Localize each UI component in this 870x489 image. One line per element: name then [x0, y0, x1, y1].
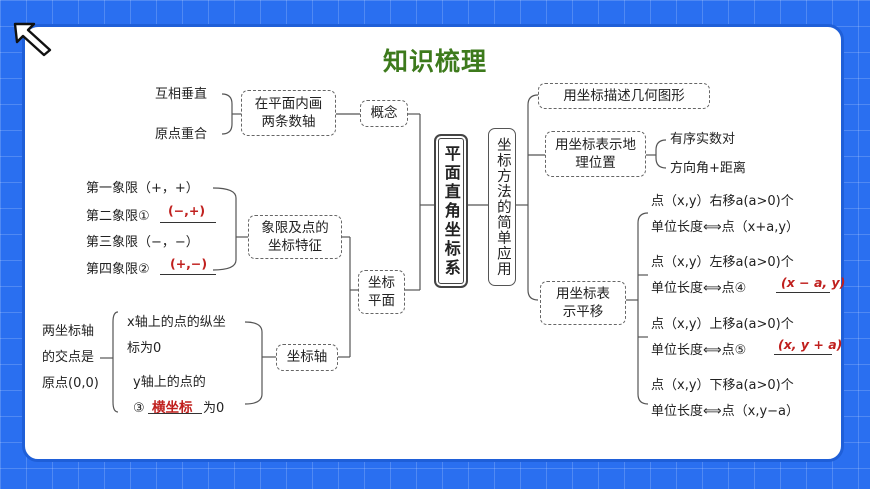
location-box: 用坐标表示地理位置 — [545, 131, 646, 177]
axis-note-1-line2: 标为0 — [127, 341, 162, 356]
translation-right-line2: 单位长度⟺点（x+a,y） — [651, 220, 800, 235]
answer-underline — [774, 354, 832, 355]
axis-note-2-prefix: ③ — [133, 401, 145, 416]
fact-same-origin: 原点重合 — [155, 127, 208, 142]
answer-underline — [776, 292, 830, 293]
answer-underline — [148, 413, 202, 414]
quadrant-feature-box: 象限及点的坐标特征 — [248, 215, 342, 259]
translation-up-line2: 单位长度⟺点⑤ — [651, 343, 747, 358]
translation-up-answer: (x, y + a) — [778, 337, 843, 352]
fact-perpendicular: 互相垂直 — [155, 87, 208, 102]
translation-left-line1: 点（x,y）左移a(a>0)个 — [651, 255, 794, 270]
main-topic-box: 平面直角坐标系 — [434, 134, 468, 288]
answer-underline — [160, 274, 216, 275]
translation-down-line2: 单位长度⟺点（x,y−a） — [651, 404, 800, 419]
location-option-1: 有序实数对 — [670, 132, 736, 147]
translation-box: 用坐标表示平移 — [540, 281, 626, 325]
translation-left-line2: 单位长度⟺点④ — [651, 281, 747, 296]
translation-up-line1: 点（x,y）上移a(a>0)个 — [651, 317, 794, 332]
quadrant-4-answer: (+,−) — [170, 256, 208, 271]
origin-note-line1: 两坐标轴 — [42, 324, 95, 339]
quadrant-2-answer: (−,+) — [168, 203, 206, 218]
coordinate-plane-box: 坐标平面 — [358, 270, 405, 314]
quadrant-3: 第三象限（−，−） — [86, 235, 199, 250]
concept-box: 概念 — [360, 100, 408, 127]
axis-box: 坐标轴 — [276, 344, 338, 371]
axis-note-1-line1: x轴上的点的纵坐 — [127, 315, 226, 330]
application-topic-box: 坐标方法的简单应用 — [488, 128, 516, 286]
quadrant-4: 第四象限② — [86, 262, 150, 277]
translation-left-answer: (x − a, y) — [781, 275, 846, 290]
location-option-2: 方向角+距离 — [670, 161, 746, 176]
concept-detail-box: 在平面内画两条数轴 — [241, 90, 336, 136]
answer-underline — [160, 222, 216, 223]
quadrant-1: 第一象限（+，+） — [86, 181, 199, 196]
describe-figure-box: 用坐标描述几何图形 — [538, 83, 710, 109]
axis-note-2-answer: 横坐标 — [152, 400, 193, 416]
page-title: 知识梳理 — [382, 47, 487, 76]
axis-note-2-suffix: 为0 — [203, 401, 225, 416]
quadrant-2: 第二象限① — [86, 209, 150, 224]
translation-right-line1: 点（x,y）右移a(a>0)个 — [651, 194, 794, 209]
cursor-arrow-icon — [13, 22, 52, 57]
translation-down-line1: 点（x,y）下移a(a>0)个 — [651, 378, 794, 393]
origin-note-line2: 的交点是 — [42, 350, 95, 365]
origin-note-line3: 原点(0,0) — [42, 376, 99, 391]
axis-note-2-line1: y轴上的点的 — [133, 375, 206, 390]
